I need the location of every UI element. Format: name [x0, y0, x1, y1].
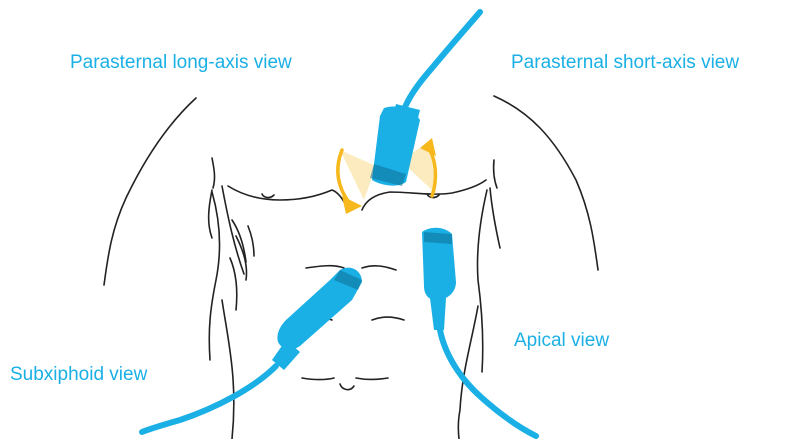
- rotation-fan-left: [340, 150, 376, 200]
- rotation-arrowhead-left-icon: [342, 196, 362, 214]
- subxiphoid-probe-icon: [142, 268, 362, 432]
- subxiphoid-view-label: Subxiphoid view: [10, 364, 147, 386]
- torso-outline: [104, 96, 598, 439]
- apical-view-label: Apical view: [514, 330, 609, 352]
- parasternal-short-axis-label: Parasternal short-axis view: [511, 52, 739, 74]
- parasternal-long-axis-label: Parasternal long-axis view: [70, 52, 292, 74]
